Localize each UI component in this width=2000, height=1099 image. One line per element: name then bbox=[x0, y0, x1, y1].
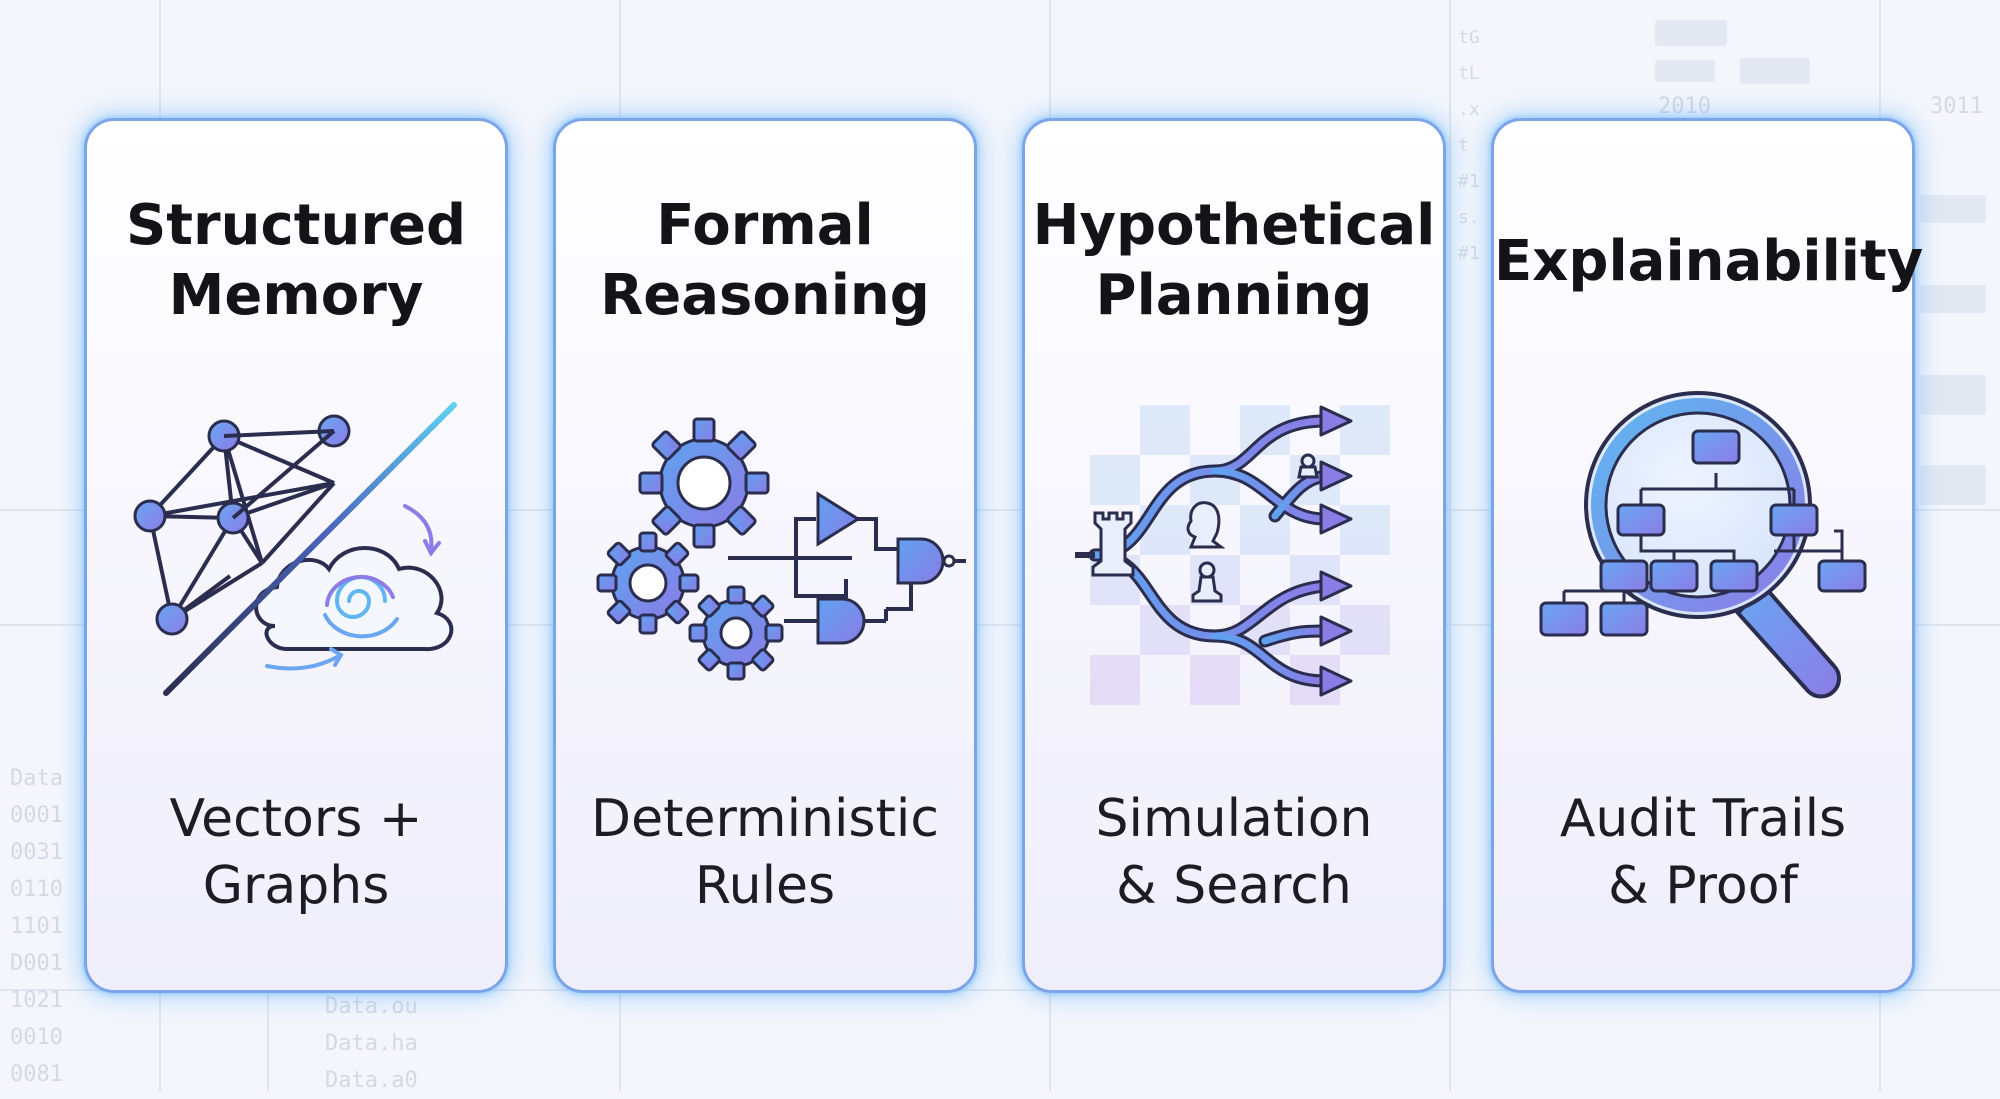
background-bar bbox=[1655, 60, 1715, 82]
magnifier-tree-icon bbox=[1539, 391, 1867, 699]
card-title: Structured Memory bbox=[125, 193, 467, 328]
card-explainability: Explainability bbox=[1491, 118, 1924, 993]
background-bar bbox=[1740, 58, 1810, 84]
background-bar bbox=[1920, 285, 1986, 313]
background-bar bbox=[1920, 375, 1986, 415]
background-bar bbox=[1655, 20, 1727, 46]
background-year-label: 2010 bbox=[1658, 94, 1711, 119]
card-formal-reasoning: Formal Reasoning bbox=[553, 118, 977, 993]
knowledge-graph-cloud-icon bbox=[133, 402, 457, 696]
background-data-bottom: Data.ou Data.ha Data.a0 bbox=[325, 994, 418, 1093]
background-bar bbox=[1920, 465, 1986, 505]
background-bar bbox=[1920, 195, 1986, 223]
card-title: Hypothetical Planning bbox=[1032, 193, 1436, 328]
card-title: Explainability bbox=[1494, 229, 1924, 294]
card-subtitle: Simulation & Search bbox=[1095, 789, 1373, 916]
card-structured-memory: Structured Memory bbox=[84, 118, 508, 993]
background-data-column: Data 0001 0031 0110 1101 D001 1021 0010 … bbox=[10, 766, 63, 1087]
background-year-label: 3011 bbox=[1930, 94, 1983, 119]
card-hypothetical-planning: Hypothetical Planning bbox=[1022, 118, 1446, 993]
card-subtitle: Vectors + Graphs bbox=[169, 789, 423, 916]
card-subtitle: Audit Trails & Proof bbox=[1559, 789, 1847, 916]
card-title: Formal Reasoning bbox=[600, 193, 930, 328]
card-subtitle: Deterministic Rules bbox=[591, 789, 939, 916]
chess-branching-paths-icon bbox=[1075, 405, 1390, 705]
gears-logic-gates-icon bbox=[596, 417, 966, 681]
background-data-top-right: tG tL .x t #1 s. #1 bbox=[1458, 27, 1480, 264]
